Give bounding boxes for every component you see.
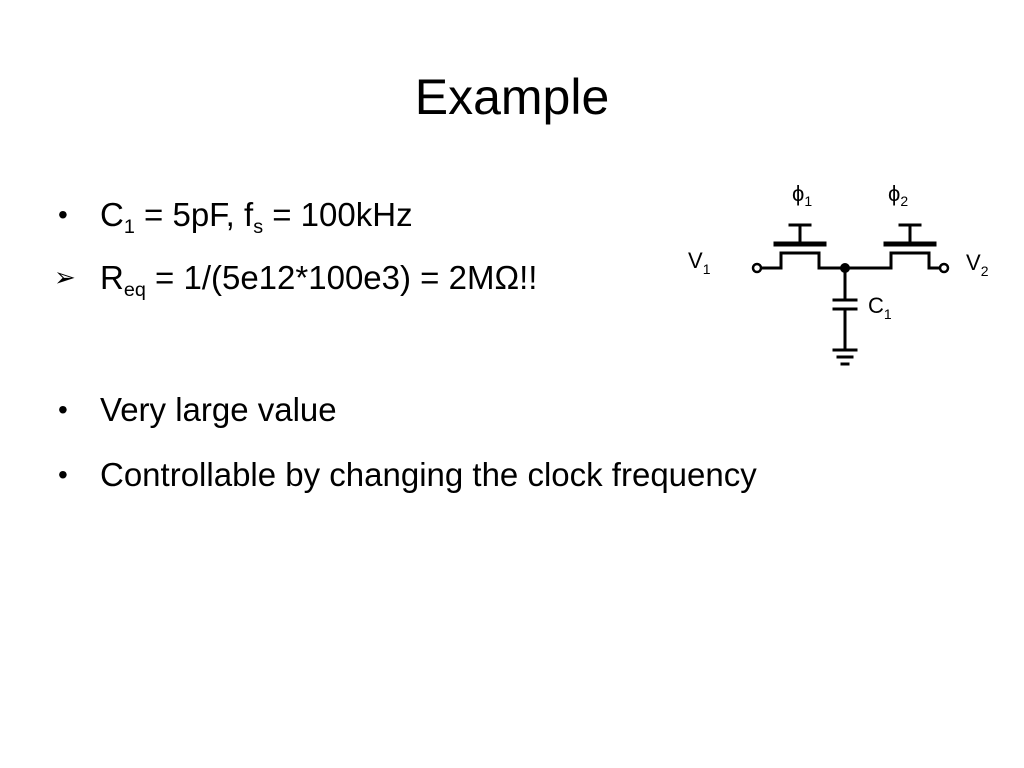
bullet-marker: • — [58, 394, 68, 425]
sub-1: 1 — [123, 215, 135, 238]
sub-eq: eq — [123, 278, 146, 301]
phi2-label: ϕ2 — [888, 181, 908, 209]
bullet-text: Very large value — [100, 391, 337, 428]
v1-terminal — [751, 262, 763, 274]
bullet-controllable: • Controllable by changing the clock freq… — [58, 455, 757, 497]
phi1-label: ϕ1 — [792, 181, 812, 209]
bullet-marker: • — [58, 199, 68, 230]
bullet-text: Controllable by changing the clock frequ… — [100, 456, 757, 493]
text-r: R — [100, 259, 124, 296]
slide-title: Example — [414, 69, 610, 125]
arrow-marker: ➢ — [54, 262, 76, 292]
bullet-large-value: • Very large value — [58, 390, 337, 432]
v2-terminal — [938, 262, 950, 274]
v1-label: V1 — [688, 248, 711, 277]
switched-capacitor-circuit: ϕ1 ϕ2 V1 V2 C1 — [688, 181, 989, 366]
sub-s: s — [253, 215, 264, 238]
bullet-marker: • — [58, 459, 68, 490]
text-c: C — [100, 196, 124, 233]
bullet-capacitance-frequency: • C1 = 5pF, fs = 100kHz — [58, 195, 413, 237]
middle-node-dot — [840, 263, 850, 273]
text-req-value: = 1/(5e12*100e3) = 2MΩ!! — [145, 259, 538, 296]
v2-label: V2 — [966, 250, 989, 279]
c1-label: C1 — [868, 293, 892, 322]
text-eq-f: = 5pF, f — [134, 196, 254, 233]
subbullet-req: ➢ Req = 1/(5e12*100e3) = 2MΩ!! — [54, 258, 538, 301]
text-freq: = 100kHz — [263, 196, 413, 233]
